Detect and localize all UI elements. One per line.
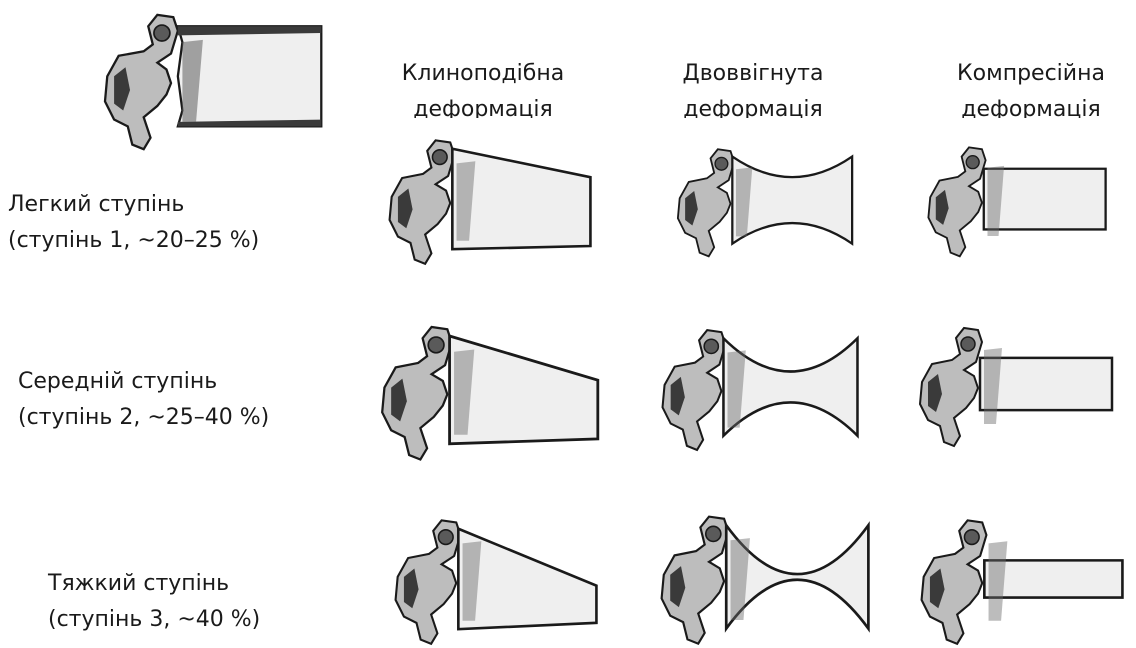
row-label-mild-line1: Легкий ступінь [8,187,259,223]
vertebra-moderate-wedge [370,318,610,464]
row-label-severe: Тяжкий ступінь (ступінь 3, ~40 %) [48,566,260,638]
column-header-crush: Компресійна деформація [936,56,1126,118]
column-header-wedge-line2: деформація [388,92,578,118]
vertebra-severe-biconcave-drawing [654,508,876,648]
facet-joint [706,526,721,541]
vertebra-moderate-crush-drawing [902,320,1130,450]
row-label-severe-line2: (ступінь 3, ~40 %) [48,602,260,638]
vertebra-severe-wedge [378,512,614,648]
column-header-crush-line2: деформація [936,92,1126,118]
column-header-wedge-line1: Клиноподібна [388,56,578,92]
column-header-biconcave-line1: Двоввігнута [658,56,848,92]
vertebra-mild-wedge [370,132,610,268]
facet-joint [438,530,453,545]
normal-vertebra [98,8,326,156]
column-header-biconcave-line2: деформація [658,92,848,118]
facet-joint [715,157,728,170]
row-label-moderate: Середній ступінь (ступінь 2, ~25–40 %) [18,364,269,436]
vertebra-severe-biconcave [654,508,876,648]
facet-joint [966,156,979,169]
vertebra-severe-wedge-drawing [378,512,614,648]
column-header-crush-line1: Компресійна [936,56,1126,92]
row-label-moderate-line2: (ступінь 2, ~25–40 %) [18,400,269,436]
vertebra-mild-crush-drawing [904,140,1130,260]
facet-joint [432,150,447,165]
row-label-moderate-line1: Середній ступінь [18,364,269,400]
vertebra-moderate-wedge-drawing [370,318,610,464]
vertebra-mild-wedge-drawing [370,132,610,268]
vertebra-severe-crush-drawing [914,512,1130,648]
row-label-mild-line2: (ступінь 1, ~20–25 %) [8,223,259,259]
vertebra-moderate-biconcave [650,322,870,454]
vertebra-moderate-biconcave-drawing [650,322,870,454]
facet-joint [428,337,444,353]
vertebra-mild-biconcave [654,142,876,260]
facet-joint [964,530,979,545]
vertebra-mild-biconcave-drawing [654,142,876,260]
row-label-severe-line1: Тяжкий ступінь [48,566,260,602]
column-header-wedge: Клиноподібна деформація [388,56,578,118]
facet-joint [704,339,718,353]
normal-vertebra-drawing [98,8,326,156]
facet-joint [961,337,975,351]
column-header-biconcave: Двоввігнута деформація [658,56,848,118]
vertebra-mild-crush [904,140,1130,260]
row-label-mild: Легкий ступінь (ступінь 1, ~20–25 %) [8,187,259,259]
vertebra-severe-crush [914,512,1130,648]
vertebra-moderate-crush [902,320,1130,450]
